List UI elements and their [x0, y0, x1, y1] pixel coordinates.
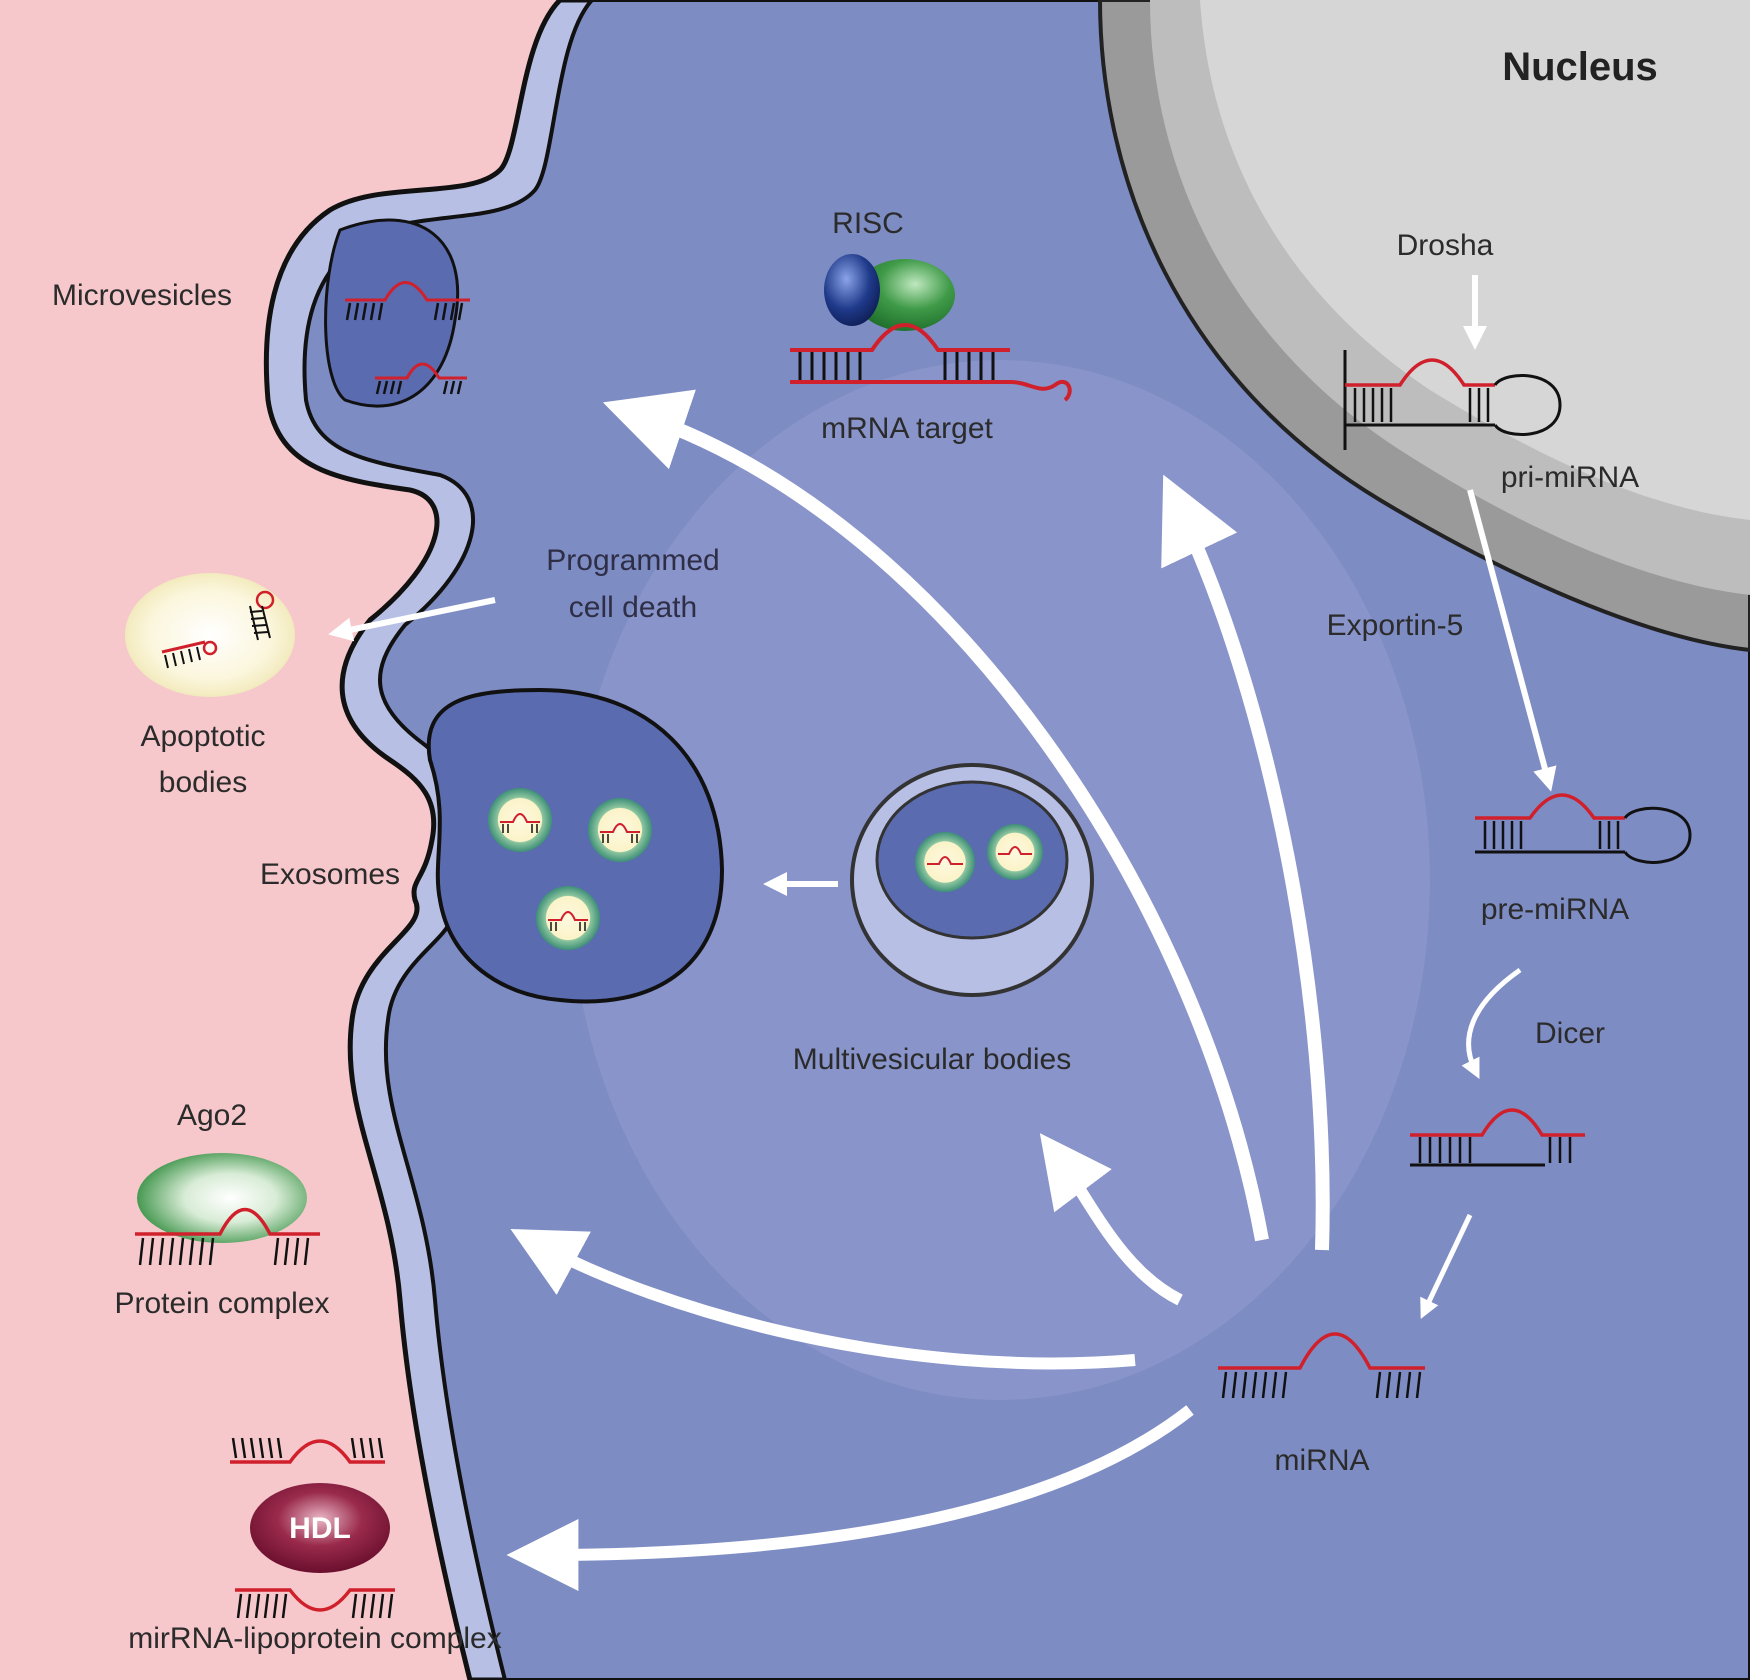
- risc-green-protein: [855, 259, 955, 331]
- nucleus-core: [1200, 0, 1750, 520]
- hdl-mirna-top: [230, 1437, 385, 1464]
- mvb-exosome-1: [915, 832, 975, 892]
- drosha-label: Drosha: [1397, 229, 1494, 262]
- exosome-3: [536, 886, 600, 950]
- ago2-label: Ago2: [177, 1099, 247, 1132]
- exportin-label: Exportin-5: [1327, 609, 1464, 642]
- protein-complex-label: Protein complex: [114, 1287, 329, 1320]
- programmed-label-1: Programmed: [546, 544, 719, 577]
- apoptotic-label-2: bodies: [159, 766, 247, 799]
- programmed-label-2: cell death: [569, 591, 697, 624]
- exosome-pocket: [426, 687, 725, 1004]
- hdl-mirna-bottom: [235, 1588, 395, 1619]
- arrow-to-risc: [602, 389, 1269, 1242]
- mvb-exosome-2: [987, 824, 1043, 880]
- ago2-protein: [137, 1153, 307, 1243]
- arrow-to-nucleus: [1161, 474, 1330, 1251]
- mvb-label: Multivesicular bodies: [793, 1043, 1071, 1076]
- exosomes-label: Exosomes: [260, 858, 400, 891]
- dicer-arrow: [1461, 967, 1522, 1079]
- risc-mrna-duplex: [790, 323, 1072, 402]
- duplex-to-mirna-arrow: [1420, 1213, 1473, 1320]
- microvesicles-label: Microvesicles: [52, 279, 232, 312]
- hdl-label: HDL: [289, 1512, 351, 1545]
- exosome-2: [588, 798, 652, 862]
- ago2-mirna: [135, 1207, 320, 1266]
- microvesicle-mirna-2: [375, 362, 467, 395]
- dicer-label: Dicer: [1535, 1017, 1605, 1050]
- dicer-duplex: [1410, 1108, 1585, 1167]
- pri-mirna-label: pri-miRNA: [1501, 461, 1639, 494]
- pre-mirna-hairpin: [1475, 793, 1692, 864]
- mrna-target-label: mRNA target: [821, 412, 993, 445]
- microvesicle-bud: [324, 218, 460, 408]
- arrow-to-mvb: [1039, 1133, 1183, 1306]
- microvesicle-mirna-1: [345, 281, 470, 321]
- lipoprotein-complex-label: mirRNA-lipoprotein complex: [128, 1622, 501, 1655]
- apoptotic-label-1: Apoptotic: [140, 720, 265, 753]
- mature-mirna: [1218, 1332, 1425, 1399]
- apoptotic-mirna: [161, 590, 275, 669]
- arrow-to-lipoprotein: [506, 1405, 1194, 1591]
- nucleus-label: Nucleus: [1502, 45, 1658, 89]
- risc-label: RISC: [832, 207, 904, 240]
- risc-blue-protein: [824, 254, 880, 326]
- arrow-to-apoptotic: [328, 597, 496, 642]
- pri-mirna-hairpin: [1343, 350, 1562, 450]
- exportin-arrow: [1467, 489, 1557, 792]
- mirna-label: miRNA: [1275, 1444, 1370, 1477]
- hdl-particle: [250, 1483, 390, 1573]
- exosome-1: [488, 788, 552, 852]
- arrow-to-protein-complex: [510, 1229, 1136, 1370]
- pre-mirna-label: pre-miRNA: [1481, 893, 1629, 926]
